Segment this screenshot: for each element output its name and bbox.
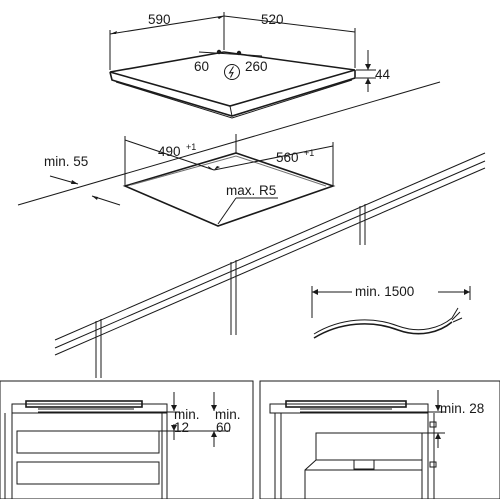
hob-profile-right	[285, 400, 407, 408]
drawer-2	[16, 461, 160, 485]
cutout-inner-edge	[130, 155, 327, 187]
hob-thickness	[109, 70, 356, 117]
countertop-underside	[54, 167, 486, 356]
cutout-width-tolerance: +1	[186, 142, 196, 152]
lightning-bolt-icon	[228, 66, 234, 78]
supply-symbol-icon	[224, 64, 240, 80]
dim-width-label: 590	[148, 12, 171, 27]
cutout-width-label: 490	[158, 144, 181, 159]
countertop-front-lower	[54, 160, 486, 349]
oven-knob-2	[429, 461, 437, 468]
terminal-dim-line	[198, 51, 263, 57]
cable-length-label: min. 1500	[355, 284, 414, 299]
worktop-left	[11, 403, 168, 414]
oven-gap-label: min. 28	[440, 401, 484, 416]
countertop-front-edge	[54, 152, 486, 341]
cutout-depth-tolerance: +1	[304, 148, 314, 158]
drawer-min-label: min.	[215, 407, 241, 422]
dim-height-label: 44	[375, 67, 391, 82]
drawer-min-value: 60	[216, 420, 231, 435]
hob-profile-left	[25, 400, 143, 408]
cable-wire-ends	[451, 307, 463, 323]
countertop-back-edge	[17, 81, 441, 206]
terminal-left-label: 60	[194, 59, 209, 74]
gap-min-value: 12	[174, 420, 189, 435]
hob-underside	[115, 79, 353, 119]
cutout-depth-label: 560	[276, 150, 299, 165]
dim-height: 44	[356, 50, 391, 92]
edge-distance-label: min. 55	[44, 154, 88, 169]
cable-line	[313, 321, 453, 339]
dim-depth-label: 520	[261, 12, 284, 27]
dim-depth: 520	[223, 12, 356, 68]
side-view-drawer-frame	[0, 380, 254, 499]
side-view-oven-frame	[259, 380, 500, 499]
worktop-right	[269, 403, 429, 414]
countertop	[17, 81, 486, 378]
hob-unit: 60 260	[109, 49, 356, 119]
oven-knob-1	[429, 421, 437, 428]
supply-cable: min. 1500	[311, 282, 471, 339]
cutout: 490 +1 560 +1 max. R5	[122, 134, 336, 227]
side-view-drawer: min. 12 min. 60	[0, 380, 254, 499]
side-view-oven: min. 28	[259, 380, 500, 499]
oven-body	[304, 432, 423, 499]
dim-edge-distance: min. 55	[44, 154, 121, 206]
cutout-radius-label: max. R5	[226, 183, 276, 198]
terminal-right-label: 260	[245, 59, 268, 74]
dim-width: 590	[109, 12, 225, 70]
gap-min-label: min.	[174, 407, 200, 422]
oven-handle	[353, 459, 375, 470]
drawer-1	[16, 430, 160, 454]
